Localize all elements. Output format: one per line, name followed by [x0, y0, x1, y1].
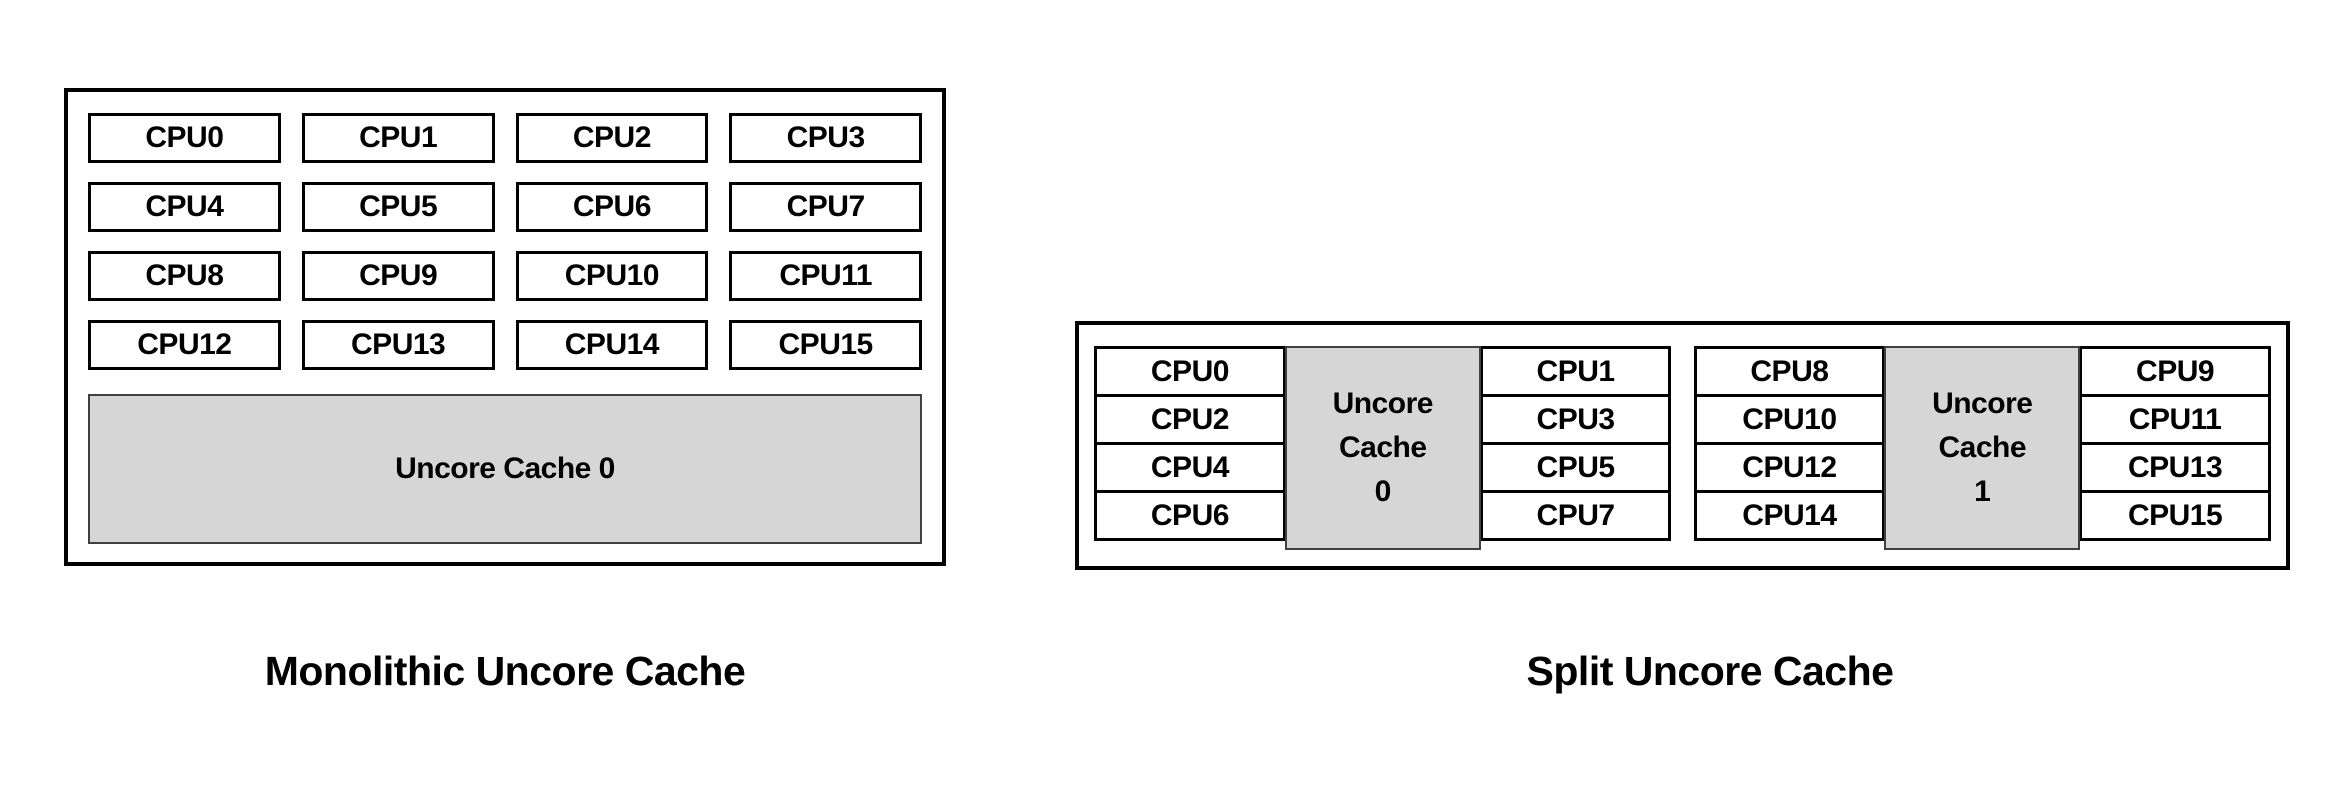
- uncore-label-line: Uncore: [1932, 387, 2033, 420]
- cpu-column: CPU8 CPU10 CPU12 CPU14: [1693, 346, 1886, 550]
- cpu-box: CPU1: [1479, 346, 1672, 397]
- cpu-box: CPU15: [2079, 490, 2271, 541]
- cpu-box: CPU3: [1479, 394, 1672, 445]
- cpu-box: CPU14: [515, 320, 709, 370]
- uncore-cache-0-box: Uncore Cache 0: [1284, 346, 1481, 550]
- cpu-box: CPU6: [1094, 490, 1286, 541]
- cpu-box: CPU7: [729, 182, 922, 232]
- split-diagram: CPU0 CPU2 CPU4 CPU6 Uncore Cache 0 CPU1 …: [1075, 321, 2290, 570]
- cpu-box: CPU13: [2079, 442, 2271, 493]
- cpu-box: CPU10: [515, 251, 709, 301]
- cpu-box: CPU12: [88, 320, 281, 370]
- cpu-box: CPU2: [1094, 394, 1286, 445]
- cpu-box: CPU8: [88, 251, 281, 301]
- cpu-column: CPU9 CPU11 CPU13 CPU15: [2079, 346, 2271, 550]
- cpu-box: CPU14: [1693, 490, 1886, 541]
- uncore-label-line: 1: [1974, 475, 1991, 508]
- cpu-box: CPU11: [729, 251, 922, 301]
- cpu-column: CPU0 CPU2 CPU4 CPU6: [1094, 346, 1286, 550]
- caption-monolithic: Monolithic Uncore Cache: [264, 648, 746, 694]
- caption-split: Split Uncore Cache: [1526, 648, 1894, 694]
- split-group-1: CPU8 CPU10 CPU12 CPU14 Uncore Cache 1 CP…: [1693, 346, 2272, 550]
- cpu-box: CPU1: [301, 113, 495, 163]
- cpu-box: CPU6: [515, 182, 709, 232]
- monolithic-diagram: CPU0 CPU1 CPU2 CPU3 CPU4 CPU5 CPU6 CPU7 …: [64, 88, 946, 566]
- split-group-0: CPU0 CPU2 CPU4 CPU6 Uncore Cache 0 CPU1 …: [1094, 346, 1672, 550]
- cpu-box: CPU8: [1693, 346, 1886, 397]
- monolithic-cpu-grid: CPU0 CPU1 CPU2 CPU3 CPU4 CPU5 CPU6 CPU7 …: [88, 113, 922, 370]
- cpu-box: CPU12: [1693, 442, 1886, 493]
- cpu-box: CPU0: [88, 113, 281, 163]
- uncore-label-line: Cache: [1338, 431, 1427, 464]
- uncore-label-line: Uncore: [1332, 387, 1434, 420]
- uncore-label-line: 0: [1374, 475, 1392, 508]
- uncore-cache-1-box: Uncore Cache 1: [1884, 346, 2081, 550]
- cpu-box: CPU9: [301, 251, 495, 301]
- cpu-box: CPU5: [1479, 442, 1672, 493]
- cpu-column: CPU1 CPU3 CPU5 CPU7: [1479, 346, 1672, 550]
- uncore-cache-0-box: Uncore Cache 0: [88, 394, 922, 544]
- cpu-box: CPU15: [729, 320, 922, 370]
- cpu-box: CPU13: [301, 320, 495, 370]
- cpu-box: CPU0: [1094, 346, 1286, 397]
- cpu-box: CPU5: [301, 182, 495, 232]
- cpu-box: CPU7: [1479, 490, 1672, 541]
- cpu-box: CPU9: [2079, 346, 2271, 397]
- cpu-box: CPU3: [729, 113, 922, 163]
- cpu-box: CPU4: [1094, 442, 1286, 493]
- cpu-box: CPU11: [2079, 394, 2271, 445]
- cpu-box: CPU10: [1693, 394, 1886, 445]
- cpu-box: CPU2: [515, 113, 709, 163]
- uncore-label-line: Cache: [1938, 431, 2027, 464]
- cpu-box: CPU4: [88, 182, 281, 232]
